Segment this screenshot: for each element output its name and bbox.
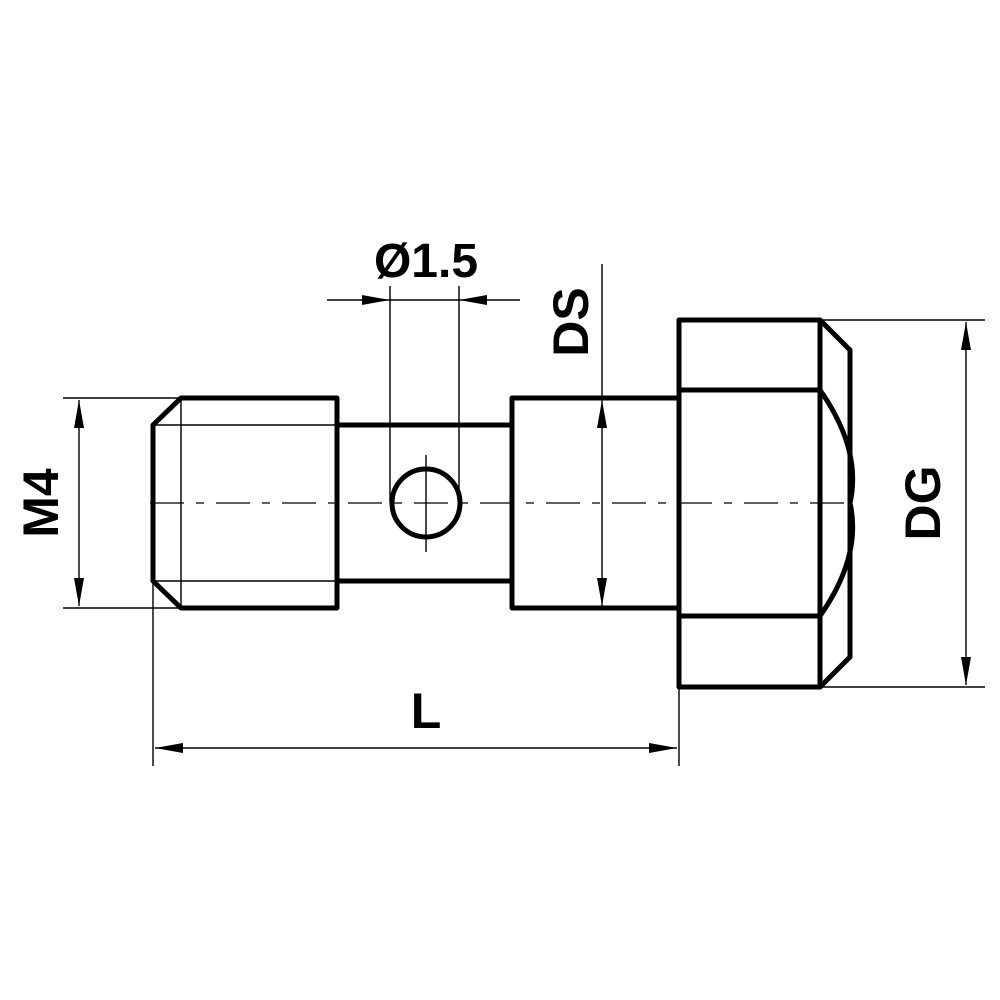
dimension-dg: DG (820, 319, 985, 688)
neck-section (334, 422, 515, 584)
head-section (676, 317, 856, 690)
dimension-m4: M4 (13, 397, 181, 609)
dimension-hole: Ø1.5 (327, 235, 520, 503)
label-shaft-diameter: DS (543, 287, 599, 356)
dimension-ds: DS (543, 264, 607, 606)
label-hole-diameter: Ø1.5 (374, 235, 478, 288)
label-head-diameter: DG (895, 466, 951, 541)
dimension-length: L (152, 581, 680, 766)
label-thread: M4 (13, 468, 69, 538)
label-length: L (411, 683, 442, 739)
